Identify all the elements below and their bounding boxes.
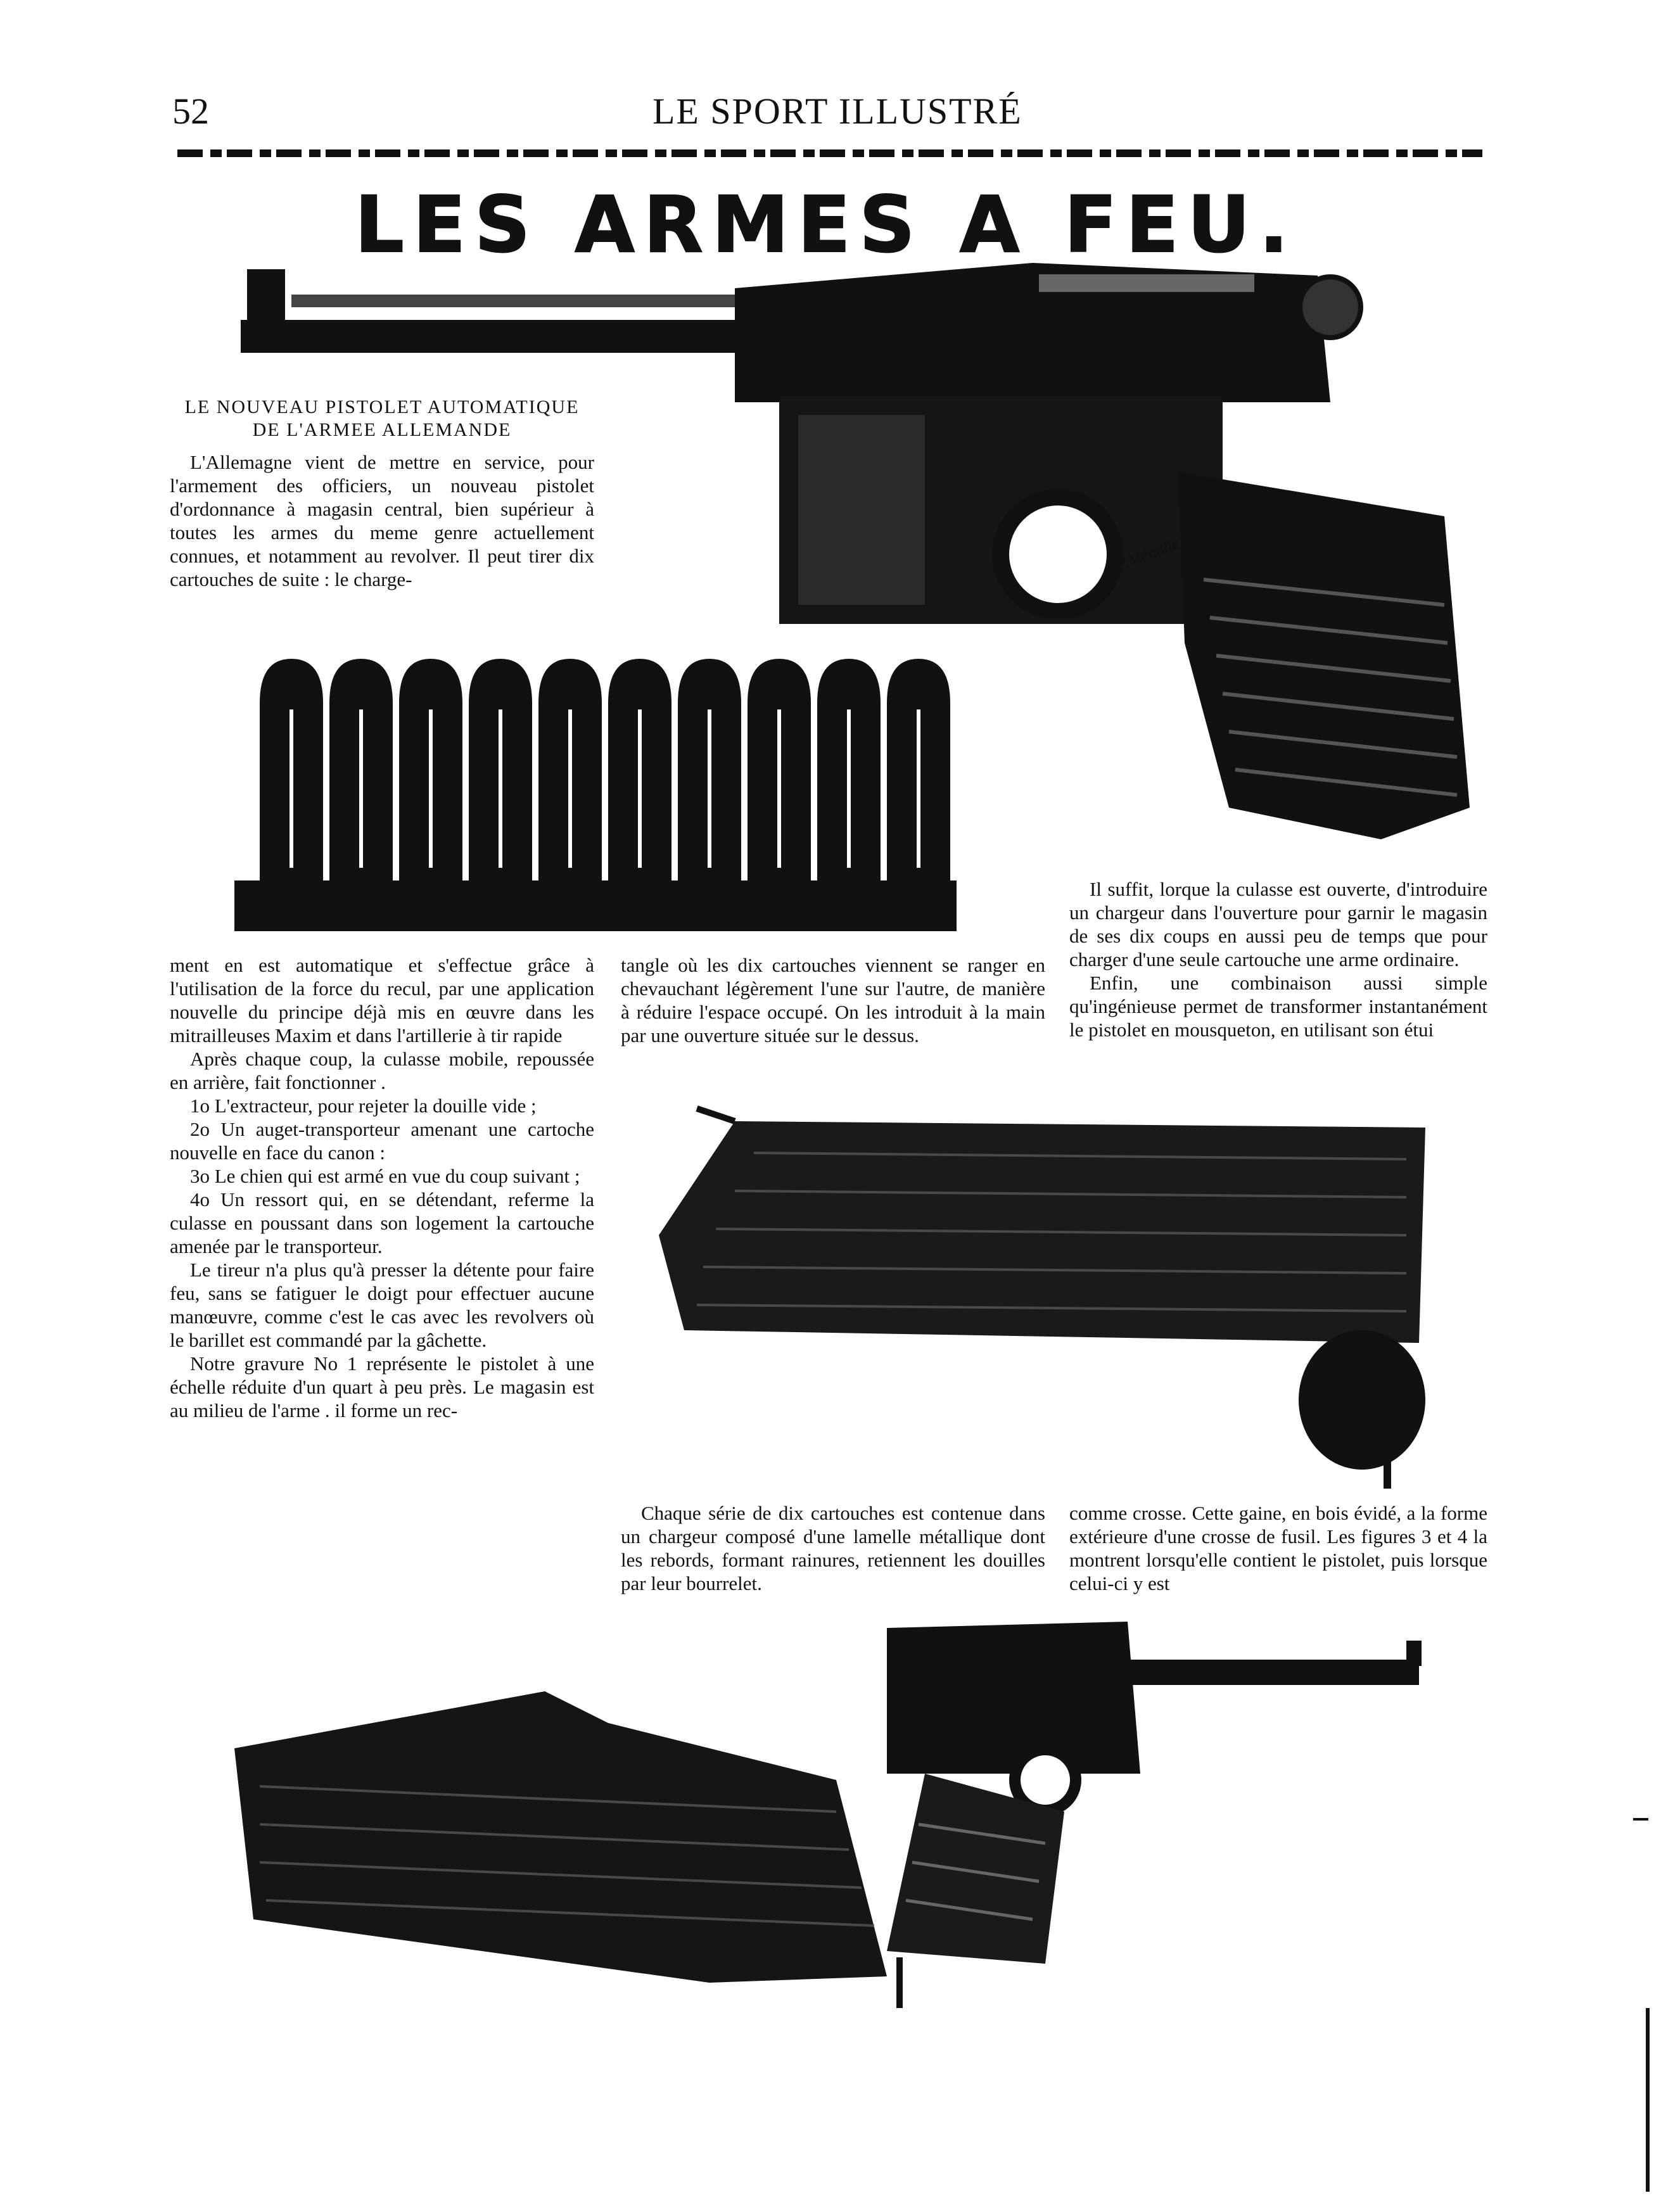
carbine-illustration (215, 1622, 1425, 2014)
column-2-top-text: tangle où les dix cartouches viennent se… (621, 954, 1045, 1046)
cartridge-clip-illustration (234, 652, 957, 944)
column-1-paragraph: 1o L'extracteur, pour rejeter la douille… (190, 1095, 537, 1117)
margin-line (1646, 2008, 1650, 2192)
column-2-bottom-text: Chaque série de dix cartouches est conte… (621, 1502, 1045, 1594)
column-3-bottom-text: comme crosse. Cette gaine, en bois évidé… (1069, 1502, 1487, 1594)
column-1-paragraph: 3o Le chien qui est armé en vue du coup … (190, 1165, 580, 1187)
publication-title: LE SPORT ILLUSTRÉ (652, 91, 1022, 132)
column-1-paragraph: Le tireur n'a plus qu'à presser la déten… (170, 1259, 594, 1351)
holster-stock-illustration (659, 1102, 1444, 1495)
column-1-paragraph: 4o Un ressort qui, en se détendant, refe… (170, 1188, 594, 1257)
column-1-top: LE NOUVEAU PISTOLET AUTOMATIQUE DE L'ARM… (170, 396, 594, 591)
pistol-illustration (241, 250, 1476, 852)
margin-mark (1633, 1818, 1648, 1821)
column-1-paragraph: Notre gravure No 1 représente le pistole… (170, 1352, 594, 1421)
article-subheading: LE NOUVEAU PISTOLET AUTOMATIQUE DE L'ARM… (184, 397, 580, 440)
column-1-bottom: ment en est automatique et s'effectue gr… (170, 953, 594, 1422)
column-1-paragraph: 2o Un auget-transporteur amenant une car… (170, 1118, 594, 1164)
column-3-paragraph: Il suffit, lorque la culasse est ouverte… (1069, 878, 1487, 970)
header-rule (177, 149, 1482, 157)
page-number: 52 (172, 91, 209, 132)
column-2-top: tangle où les dix cartouches viennent se… (621, 953, 1045, 1047)
column-1-top-text: L'Allemagne vient de mettre en service, … (170, 451, 594, 590)
article-title: LES ARMES A FEU. (354, 179, 1297, 270)
column-3-bottom: comme crosse. Cette gaine, en bois évidé… (1069, 1501, 1487, 1595)
column-3-paragraph: Enfin, une combinaison aussi simple qu'i… (1069, 972, 1487, 1041)
column-1-paragraph: ment en est automatique et s'effectue gr… (170, 954, 594, 1046)
column-1-paragraph: Après chaque coup, la culasse mobile, re… (170, 1048, 594, 1093)
column-2-bottom: Chaque série de dix cartouches est conte… (621, 1501, 1045, 1595)
column-3-top: Il suffit, lorque la culasse est ouverte… (1069, 877, 1487, 1041)
